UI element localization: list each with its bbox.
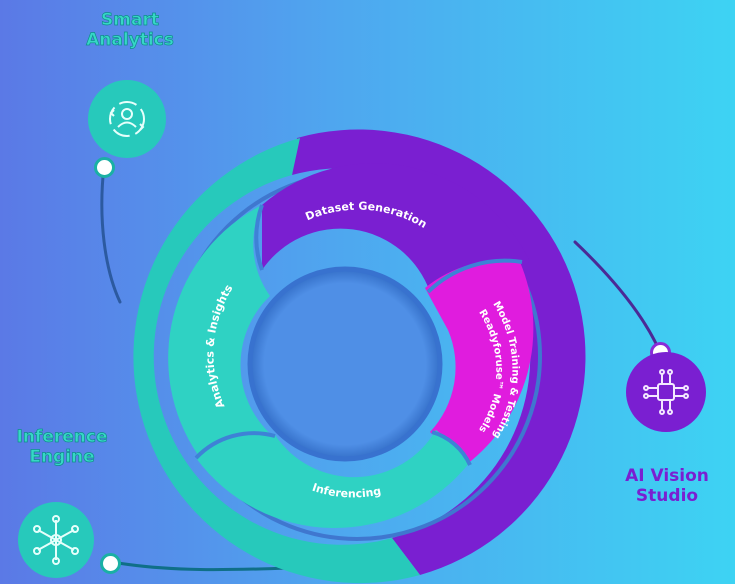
- smart-analytics-label: Smart Analytics: [60, 10, 200, 51]
- inference-engine-anchor-dot: [100, 553, 121, 574]
- segment-dataset-generation[interactable]: [262, 163, 530, 292]
- neural-snowflake-icon: [33, 515, 79, 565]
- smart-analytics-label-line2: Analytics: [86, 30, 174, 51]
- smart-analytics-anchor-dot: [94, 157, 115, 178]
- ai-vision-studio-label-line1: AI Vision: [625, 466, 709, 486]
- segment-analytics-insights[interactable]: [168, 205, 275, 455]
- center-hole: [247, 266, 443, 462]
- segment-model-training[interactable]: [425, 260, 534, 465]
- inference-engine-label-line2: Engine: [29, 447, 95, 468]
- smart-analytics-label-line1: Smart: [101, 10, 160, 31]
- inference-engine-label: Inference Engine: [0, 427, 124, 468]
- connector-inference-engine: [110, 560, 294, 572]
- outer-arc-teal: [133, 138, 421, 584]
- person-analytics-icon: [109, 101, 145, 137]
- chip-circuit-icon: [643, 369, 689, 415]
- inference-engine-node[interactable]: [18, 502, 94, 578]
- ai-vision-studio-label-line2: Studio: [635, 486, 699, 507]
- connector-ai-vision-studio: [573, 240, 662, 354]
- inference-engine-label-line1: Inference: [16, 427, 108, 448]
- smart-analytics-node[interactable]: [88, 80, 166, 158]
- ai-vision-studio-node[interactable]: [626, 352, 706, 432]
- ai-vision-studio-label: AI Vision Studio: [608, 466, 726, 507]
- segment-inferencing[interactable]: [196, 430, 470, 529]
- connector-smart-analytics: [100, 164, 122, 304]
